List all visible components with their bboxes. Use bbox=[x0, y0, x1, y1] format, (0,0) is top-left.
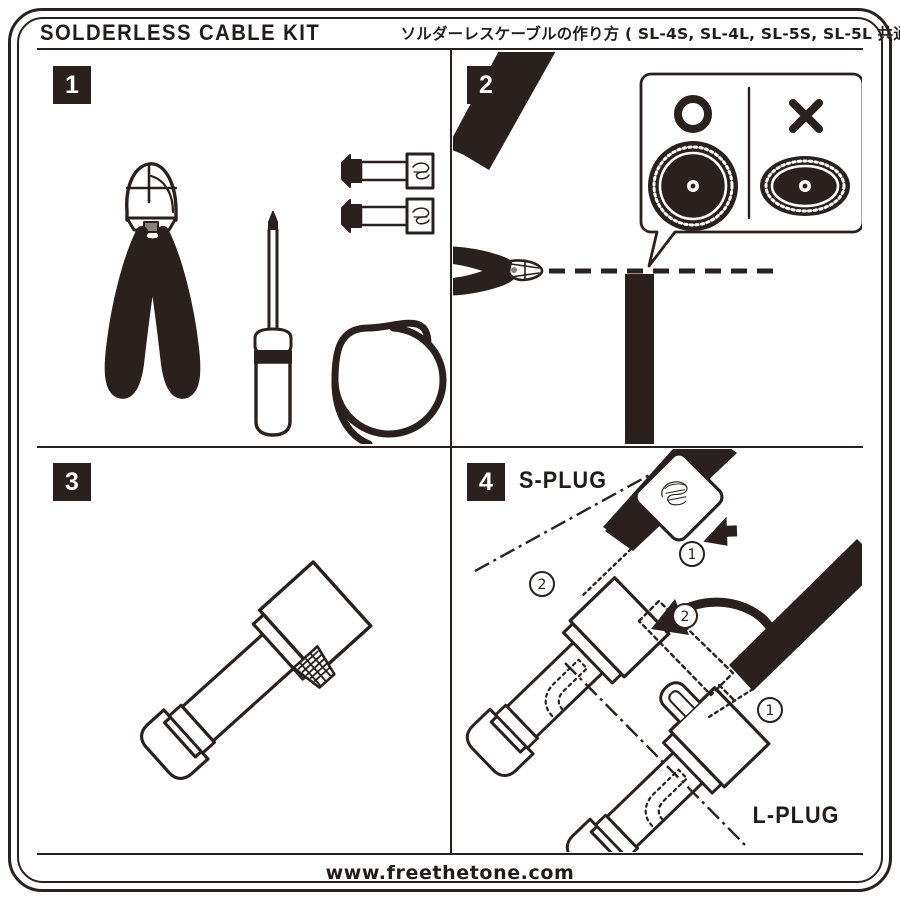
cable-lower-segment bbox=[625, 274, 654, 444]
page-subtitle-japanese: ソルダーレスケーブルの作り方 ( SL-4S, SL-4L, SL-5S, SL… bbox=[400, 25, 900, 43]
website-url: www.freethetone.com bbox=[325, 862, 575, 884]
s-plug-label: S-PLUG bbox=[519, 467, 608, 494]
s-plug-center-line bbox=[474, 449, 700, 573]
panel-1-number-badge: 1 bbox=[53, 66, 91, 104]
vertical-divider bbox=[450, 50, 452, 853]
l-plug-cable-hidden-path bbox=[707, 687, 755, 719]
horizontal-divider bbox=[37, 446, 863, 448]
footer: www.freethetone.com bbox=[37, 856, 863, 890]
svg-text:2: 2 bbox=[681, 609, 690, 625]
panel-4-number-badge: 4 bbox=[467, 463, 505, 501]
l-plug-bend-arrow bbox=[651, 597, 776, 635]
s-plug-step-marker-1: 1 bbox=[679, 541, 705, 567]
s-plug-cap-with-logo bbox=[634, 452, 724, 542]
panel-2-number-badge: 2 bbox=[467, 66, 505, 104]
nippers-cutting-icon bbox=[453, 246, 544, 296]
panel-2-illustration bbox=[453, 52, 862, 444]
l-plug-assembly bbox=[565, 681, 771, 852]
svg-text:2: 2 bbox=[538, 577, 547, 593]
l-plug-center-line-diag bbox=[564, 662, 746, 846]
panel-2-cut-the-cable: 2 bbox=[453, 52, 862, 444]
phillips-screwdriver-icon bbox=[253, 211, 293, 437]
l-plug-cable bbox=[729, 539, 862, 691]
panel-1-tools-and-parts: 1 bbox=[39, 52, 448, 444]
panel-1-illustration bbox=[104, 152, 447, 444]
l-plug-ghost-outline bbox=[637, 599, 737, 703]
svg-text:1: 1 bbox=[766, 703, 775, 719]
s-plug-cable-hidden-path bbox=[581, 547, 633, 597]
plug-connector-1-icon bbox=[341, 152, 435, 190]
good-mark-circle-icon bbox=[674, 95, 712, 133]
panel-4-assemble-plugs: 4 S-PLUG L-PLUG bbox=[453, 449, 862, 852]
header-divider bbox=[37, 48, 863, 50]
round-cable-cross-section-icon bbox=[648, 141, 738, 231]
s-plug-assembly bbox=[465, 576, 671, 778]
flattened-cable-cross-section-icon bbox=[760, 156, 850, 216]
nippers-icon bbox=[104, 162, 201, 399]
panel-3-illustration: 2 1 bbox=[139, 560, 373, 781]
header: SOLDERLESS CABLE KIT ソルダーレスケーブルの作り方 ( SL… bbox=[40, 18, 900, 48]
panel-3-open-the-plug: 3 bbox=[39, 449, 448, 852]
threaded-nipple bbox=[292, 645, 336, 689]
footer-divider bbox=[37, 853, 863, 855]
l-plug-step-marker-2: 2 bbox=[672, 603, 698, 629]
svg-text:1: 1 bbox=[688, 547, 697, 563]
page-title: SOLDERLESS CABLE KIT bbox=[40, 20, 321, 45]
s-plug-step-marker-2: 2 bbox=[529, 571, 555, 597]
bad-mark-cross-icon bbox=[789, 99, 823, 133]
l-plug-step-marker-1: 1 bbox=[757, 697, 783, 723]
plug-connector-2-icon bbox=[341, 197, 435, 235]
s-plug-slide-arrow bbox=[703, 516, 738, 546]
plug-body bbox=[139, 560, 373, 781]
panel-3-number-badge: 3 bbox=[53, 463, 91, 501]
l-plug-label: L-PLUG bbox=[753, 802, 840, 829]
cable-coil-icon bbox=[331, 319, 447, 444]
panel-4-illustration: 1 2 bbox=[465, 449, 862, 852]
